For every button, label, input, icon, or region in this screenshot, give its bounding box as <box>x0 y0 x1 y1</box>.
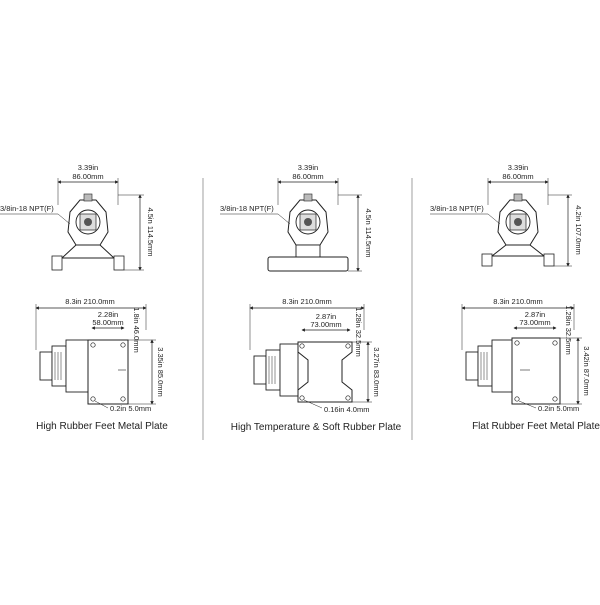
pump-front-view <box>267 193 349 272</box>
top-width-in: 3.39in <box>298 163 318 172</box>
pump-side-view <box>253 341 353 403</box>
pump-side-view <box>39 339 129 405</box>
height-label: 4.5in 114.5mm <box>146 207 155 256</box>
top-width-in: 3.39in <box>508 163 528 172</box>
length-label: 8.3in 210.0mm <box>493 297 543 306</box>
hole-spacing-in: 2.87in <box>316 312 336 321</box>
hole-spacing-in: 2.28in <box>98 310 118 319</box>
pump-front-view <box>51 193 125 271</box>
top-width-mm: 86.00mm <box>72 172 103 181</box>
hole-diameter: 0.16in 4.0mm <box>324 405 369 414</box>
hole-spacing-mm: 73.00mm <box>310 320 341 329</box>
port-label: 3/8in-18 NPT(F) <box>430 204 484 213</box>
port-label: 3/8in-18 NPT(F) <box>220 204 274 213</box>
top-width-mm: 86.00mm <box>502 172 533 181</box>
hole-diameter: 0.2in 5.0mm <box>538 404 579 413</box>
top-width-in: 3.39in <box>78 163 98 172</box>
panel-high-temperature-soft-rubber: 3.39in 86.00mm 3/8in-18 NPT(F) 4.5in 114… <box>220 163 402 433</box>
pump-side-view <box>465 337 561 405</box>
caption: Flat Rubber Feet Metal Plate <box>472 421 600 432</box>
height-label: 4.2in 107.0mm <box>574 205 583 255</box>
plate-height: 3.27in 83.0mm <box>372 347 381 397</box>
pump-front-view <box>481 193 555 267</box>
port-label: 3/8in-18 NPT(F) <box>0 204 54 213</box>
plate-height: 3.35in 85.0mm <box>156 347 165 397</box>
hole-spacing-mm: 58.00mm <box>92 318 123 327</box>
plate-height: 3.42in 87.0mm <box>582 346 591 396</box>
length-label: 8.3in 210.0mm <box>65 297 115 306</box>
side-offset: 1.28in 32.5mm <box>354 307 363 357</box>
hole-diameter: 0.2in 5.0mm <box>110 404 151 413</box>
height-label: 4.5in 114.5mm <box>364 208 373 257</box>
side-offset: 1.28in 32.5mm <box>564 305 573 355</box>
panel-high-rubber-feet: 3.39in 86.00mm 3/8in-18 NPT(F) 4.5in 114… <box>0 163 168 432</box>
length-label: 8.3in 210.0mm <box>282 297 332 306</box>
hole-spacing-mm: 73.00mm <box>519 318 550 327</box>
caption: High Temperature & Soft Rubber Plate <box>231 422 402 433</box>
top-width-mm: 86.00mm <box>292 172 323 181</box>
panel-flat-rubber-feet: 3.39in 86.00mm 3/8in-18 NPT(F) 4.2in 107… <box>430 163 600 432</box>
caption: High Rubber Feet Metal Plate <box>36 421 168 432</box>
hole-spacing-in: 2.87in <box>525 310 545 319</box>
side-offset: 1.8in 46.0mm <box>132 307 141 352</box>
